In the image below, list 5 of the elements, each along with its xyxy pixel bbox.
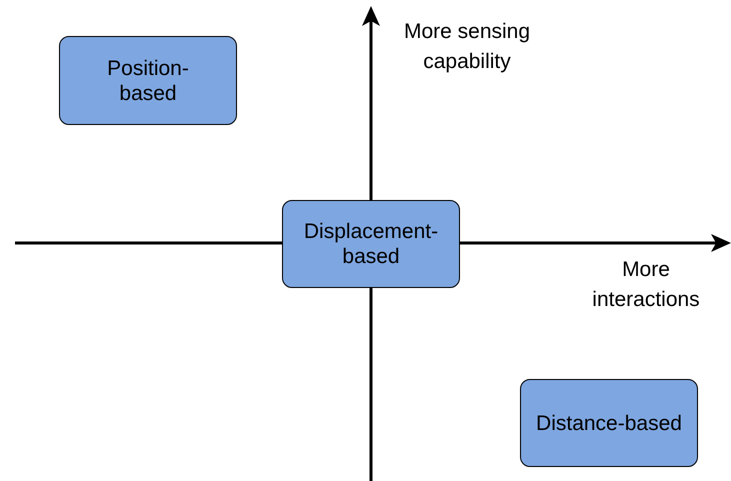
axis-label: More sensing capability [402,19,532,75]
axis-label: More interactions [591,257,701,313]
category-box: Position-based [59,36,237,125]
category-box: Distance-based [520,379,698,467]
category-box: Displacement-based [282,200,460,288]
